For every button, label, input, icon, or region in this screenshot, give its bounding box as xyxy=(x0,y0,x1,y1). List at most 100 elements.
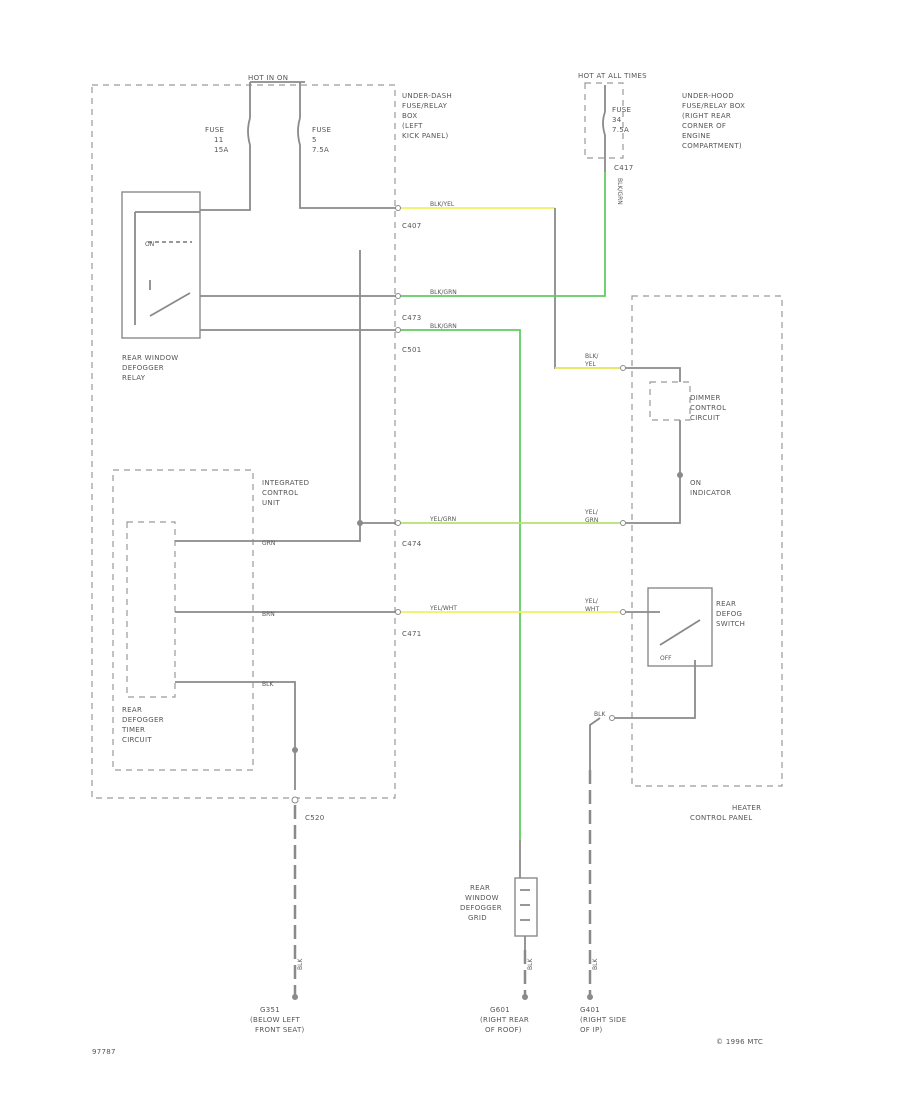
on-indicator-lamp xyxy=(677,472,683,478)
grid-elements xyxy=(520,889,530,921)
svg-text:FUSE: FUSE xyxy=(612,106,631,114)
relay-contact-arm xyxy=(149,292,191,317)
connector-c473: C473 xyxy=(402,314,421,322)
svg-text:FRONT SEAT): FRONT SEAT) xyxy=(255,1026,305,1034)
svg-text:FUSE: FUSE xyxy=(205,126,224,134)
svg-text:SWITCH: SWITCH xyxy=(716,620,745,628)
svg-text:(RIGHT SIDE: (RIGHT SIDE xyxy=(580,1016,626,1024)
svg-text:BOX: BOX xyxy=(402,112,417,120)
svg-text:TIMER: TIMER xyxy=(121,726,145,734)
defog-switch-outline xyxy=(647,587,713,667)
integrated-control-unit-outline xyxy=(112,469,254,771)
pin-panel-2 xyxy=(620,520,626,526)
svg-text:34: 34 xyxy=(612,116,622,124)
wire-ic-blk xyxy=(175,681,296,790)
ground-g351-label: G351 (BELOW LEFT FRONT SEAT) xyxy=(250,1006,305,1034)
relay-on-label: ON xyxy=(145,241,154,248)
fuse-11-feed xyxy=(200,82,251,211)
connector-c520: C520 xyxy=(305,814,324,822)
svg-text:BLK/: BLK/ xyxy=(585,353,599,360)
pin-panel-1 xyxy=(620,365,626,371)
svg-text:CIRCUIT: CIRCUIT xyxy=(122,736,152,744)
ground-g351-symbol xyxy=(292,994,298,1000)
defogger-grid-outline xyxy=(514,877,538,937)
fuse-5-symbol xyxy=(297,117,301,146)
underdash-fuse-box-label: UNDER-DASH FUSE/RELAY BOX (LEFT KICK PAN… xyxy=(402,92,452,140)
svg-text:7.5A: 7.5A xyxy=(312,146,329,154)
dimmer-circuit-outline xyxy=(649,381,691,421)
on-indicator-label: ON INDICATOR xyxy=(690,479,731,497)
svg-text:YEL/: YEL/ xyxy=(584,509,599,516)
svg-text:REAR: REAR xyxy=(122,706,142,714)
fuse-5-feed xyxy=(299,82,398,209)
wire-label-blk-right: BLK xyxy=(592,958,599,970)
svg-text:DEFOGGER: DEFOGGER xyxy=(122,364,164,372)
wire-ic-grn xyxy=(175,250,361,542)
svg-text:REAR: REAR xyxy=(470,884,490,892)
fuse-34-label: FUSE 34 7.5A xyxy=(612,106,631,134)
svg-text:DEFOG: DEFOG xyxy=(716,610,742,618)
wire-label-yel-grn-panel: YEL/ GRN xyxy=(584,509,599,524)
fuse-11-symbol xyxy=(247,117,251,146)
svg-text:HEATER: HEATER xyxy=(732,804,761,812)
pin-c474 xyxy=(395,520,401,526)
wire-label-blk-grn-mid: BLK/GRN xyxy=(430,323,457,330)
underhood-fuse-box-outline xyxy=(584,82,624,159)
svg-text:FUSE/RELAY: FUSE/RELAY xyxy=(402,102,448,110)
wire-label-blk-yel: BLK/YEL xyxy=(430,201,455,208)
splice-left-ground xyxy=(292,747,298,753)
wire-label-blk-grn-top: BLK/GRN xyxy=(430,289,457,296)
heater-panel-label: HEATER CONTROL PANEL xyxy=(690,804,761,822)
heater-control-panel-outline xyxy=(631,295,783,787)
svg-text:WINDOW: WINDOW xyxy=(465,894,499,902)
timer-circuit-outline xyxy=(126,521,176,698)
svg-text:INDICATOR: INDICATOR xyxy=(690,489,731,497)
wire-panel-dimmer-in xyxy=(625,367,681,382)
svg-text:DEFOGGER: DEFOGGER xyxy=(122,716,164,724)
svg-text:(RIGHT REAR: (RIGHT REAR xyxy=(682,112,731,120)
svg-text:KICK PANEL): KICK PANEL) xyxy=(402,132,449,140)
svg-text:UNDER-HOOD: UNDER-HOOD xyxy=(682,92,734,100)
hot-in-on-label: HOT IN ON xyxy=(248,74,288,82)
svg-text:FUSE: FUSE xyxy=(312,126,331,134)
fuse-34-symbol xyxy=(602,111,606,136)
wire-label-ic-blk: BLK xyxy=(262,681,274,688)
svg-text:OF ROOF): OF ROOF) xyxy=(485,1026,522,1034)
svg-text:RELAY: RELAY xyxy=(122,374,146,382)
copyright-text: © 1996 MTC xyxy=(716,1038,763,1046)
svg-text:(RIGHT REAR: (RIGHT REAR xyxy=(480,1016,529,1024)
svg-text:(LEFT: (LEFT xyxy=(402,122,423,130)
svg-text:5: 5 xyxy=(312,136,317,144)
hot-at-all-times-label: HOT AT ALL TIMES xyxy=(578,72,647,80)
wire-label-blk-left: BLK xyxy=(297,958,304,970)
svg-text:CONTROL PANEL: CONTROL PANEL xyxy=(690,814,752,822)
wire-panel-indicator xyxy=(625,420,681,524)
switch-off-label: OFF xyxy=(660,655,672,662)
wire-label-blk-switch: BLK xyxy=(594,711,606,718)
svg-text:DIMMER: DIMMER xyxy=(690,394,721,402)
svg-text:COMPARTMENT): COMPARTMENT) xyxy=(682,142,742,150)
wire-label-ic-brn: BRN xyxy=(262,611,275,618)
svg-text:15A: 15A xyxy=(214,146,229,154)
wire-label-blk-grid: BLK xyxy=(527,958,534,970)
wire-label-ic-grn: GRN xyxy=(262,540,275,547)
defogger-relay-label: REAR WINDOW DEFOGGER RELAY xyxy=(122,354,179,382)
svg-text:ON: ON xyxy=(690,479,701,487)
timer-circuit-label: REAR DEFOGGER TIMER CIRCUIT xyxy=(121,706,164,744)
splice-ic xyxy=(357,520,363,526)
svg-text:GRID: GRID xyxy=(468,914,487,922)
wire-blk-yel-to-panel xyxy=(554,208,620,369)
svg-text:GRN: GRN xyxy=(585,517,598,524)
svg-text:REAR WINDOW: REAR WINDOW xyxy=(122,354,179,362)
svg-text:REAR: REAR xyxy=(716,600,736,608)
svg-text:(BELOW LEFT: (BELOW LEFT xyxy=(250,1016,300,1024)
svg-text:G351: G351 xyxy=(260,1006,280,1014)
relay-coil-wire xyxy=(134,211,200,325)
fuse-11-label: FUSE 11 15A xyxy=(205,126,229,154)
svg-text:FUSE/RELAY BOX: FUSE/RELAY BOX xyxy=(682,102,745,110)
svg-text:UNDER-DASH: UNDER-DASH xyxy=(402,92,452,100)
wire-blk-grn-grid xyxy=(400,329,521,840)
pin-c501 xyxy=(395,327,401,333)
svg-text:CONTROL: CONTROL xyxy=(690,404,726,412)
